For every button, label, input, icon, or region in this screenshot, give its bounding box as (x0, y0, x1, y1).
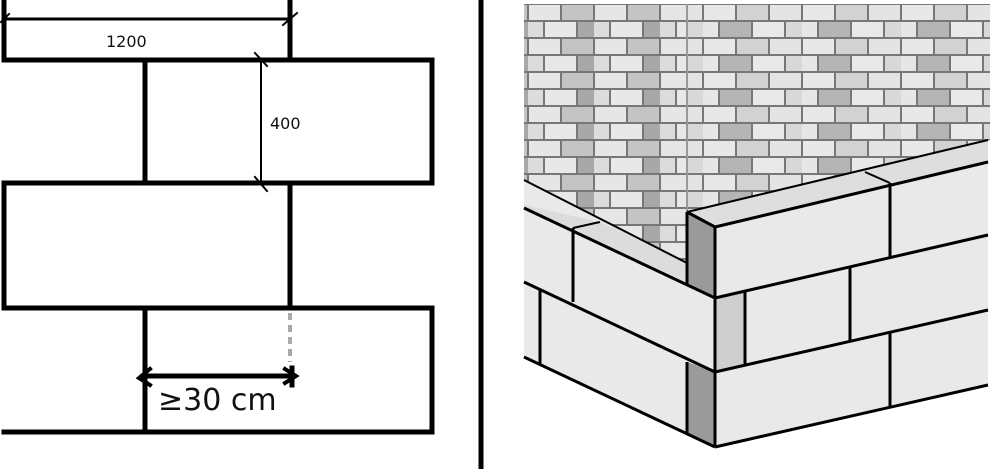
block-end-dark (687, 362, 715, 447)
block-end-light (715, 292, 745, 372)
brick-facade-left (524, 4, 687, 263)
height-label: 400 (270, 114, 301, 133)
overlap-label: ≥30 cm (158, 383, 277, 418)
block-bond-diagram (0, 0, 435, 435)
width-label: 1200 (106, 32, 147, 51)
block-top-surface (687, 140, 988, 227)
block-end-dark (687, 212, 715, 298)
brick-facade-right (687, 4, 990, 212)
wall-corner-illustration (523, 4, 990, 449)
block-top-surface-left (524, 205, 687, 282)
